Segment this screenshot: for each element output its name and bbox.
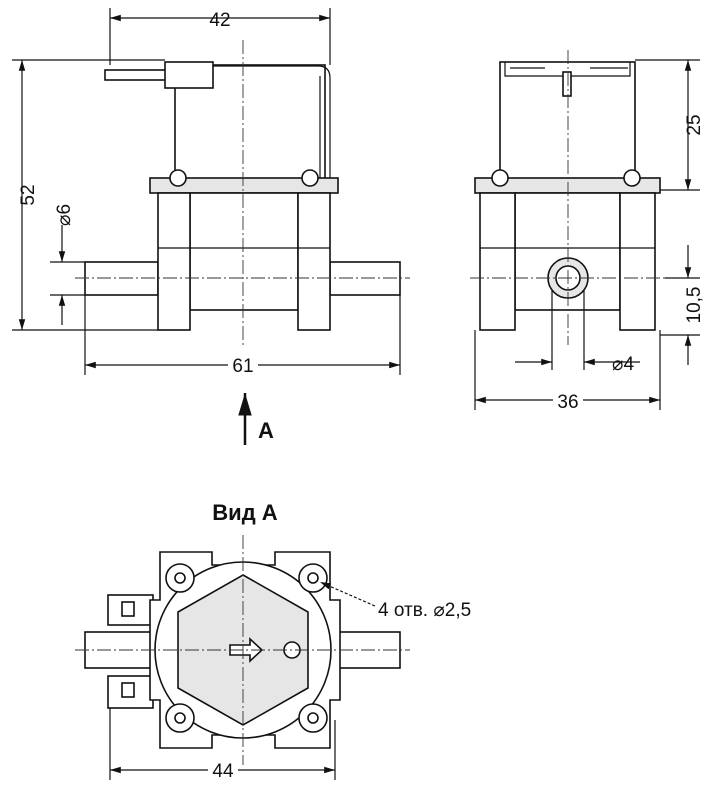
front-view: 42 52 ⌀6 61 A	[12, 8, 410, 445]
view-a-title: Вид А	[212, 500, 277, 525]
dim-10-5: 10,5	[684, 287, 705, 324]
view-arrow-label: A	[258, 418, 274, 443]
side-view: 25 10,5 ⌀4 36	[470, 50, 705, 413]
view-a: Вид А 4 отв. ⌀2,5 44	[75, 500, 471, 782]
mounting-holes	[165, 563, 328, 733]
dim-port-diameter: ⌀4	[612, 354, 634, 375]
dim-42: 42	[209, 10, 230, 31]
dim-52: 52	[18, 184, 39, 205]
dim-36: 36	[557, 392, 578, 413]
dim-25: 25	[684, 114, 705, 135]
holes-label: 4 отв. ⌀2,5	[378, 600, 471, 621]
dim-61: 61	[232, 356, 253, 377]
dim-pipe-diameter: ⌀6	[54, 204, 75, 226]
dim-44: 44	[212, 761, 234, 782]
